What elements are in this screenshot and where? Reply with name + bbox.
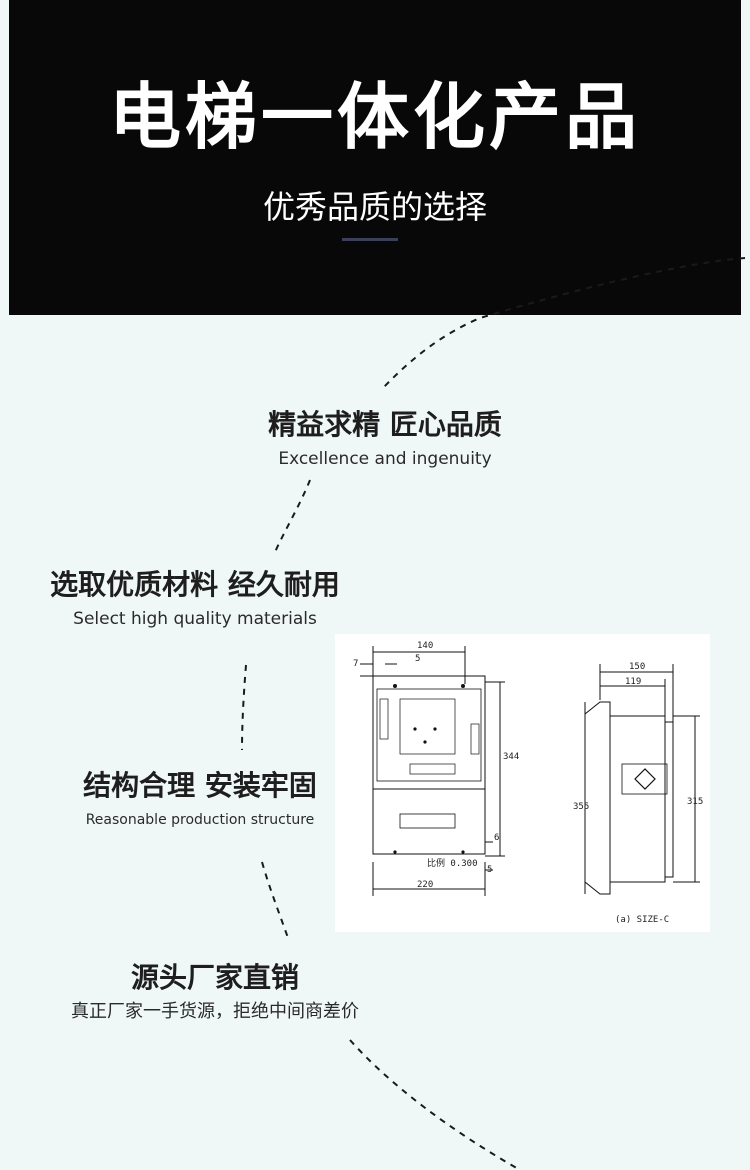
dimension-drawing: 140 5 7 344 220 6 5 比例 0.300 150 119 355…: [353, 641, 703, 925]
feature-heading: 源头厂家直销: [130, 961, 299, 994]
dim-label-355: 355: [573, 802, 589, 812]
dim-label-6: 6: [494, 833, 499, 843]
feature-heading: 结构合理 安装牢固: [83, 769, 317, 802]
scale-label: 比例 0.300: [427, 857, 478, 869]
feature-materials: 选取优质材料 经久耐用 Select high quality material…: [25, 565, 365, 633]
dim-label-small-5: 5: [487, 865, 492, 875]
page-title: 电梯一体化产品: [108, 75, 641, 159]
dim-label-140: 140: [417, 641, 433, 651]
feature-structure: 结构合理 安装牢固 Reasonable production structur…: [50, 766, 350, 834]
dim-label-220: 220: [417, 880, 433, 890]
front-view-housing: [372, 675, 486, 855]
dim-label-119: 119: [625, 677, 641, 687]
side-view-housing: [584, 701, 611, 895]
feature-direct-sales: 源头厂家直销 真正厂家一手货源，拒绝中间商差价: [40, 958, 390, 1026]
page-subtitle: 优秀品质的选择: [262, 188, 487, 226]
dim-label-150: 150: [629, 662, 645, 672]
technical-drawing: 140 5 7 344 220 6 5 比例 0.300 150 119 355…: [335, 634, 710, 932]
dim-label-315: 315: [687, 797, 703, 807]
feature-caption: Excellence and ingenuity: [278, 449, 492, 469]
drawing-caption: (a) SIZE-C: [615, 915, 669, 925]
feature-caption: Select high quality materials: [73, 609, 317, 629]
dim-label-5: 5: [415, 654, 420, 664]
feature-caption: Reasonable production structure: [85, 812, 315, 828]
feature-quality: 精益求精 匠心品质 Excellence and ingenuity: [240, 405, 530, 473]
dim-label-344: 344: [503, 752, 519, 762]
dim-label-7: 7: [353, 659, 358, 669]
header-banner: 电梯一体化产品 优秀品质的选择: [9, 0, 741, 315]
feature-heading: 选取优质材料 经久耐用: [50, 568, 340, 601]
feature-heading: 精益求精 匠心品质: [268, 408, 502, 441]
title-underline: [342, 238, 398, 241]
feature-caption: 真正厂家一手货源，拒绝中间商差价: [71, 1001, 359, 1022]
front-view-board: [376, 688, 482, 782]
